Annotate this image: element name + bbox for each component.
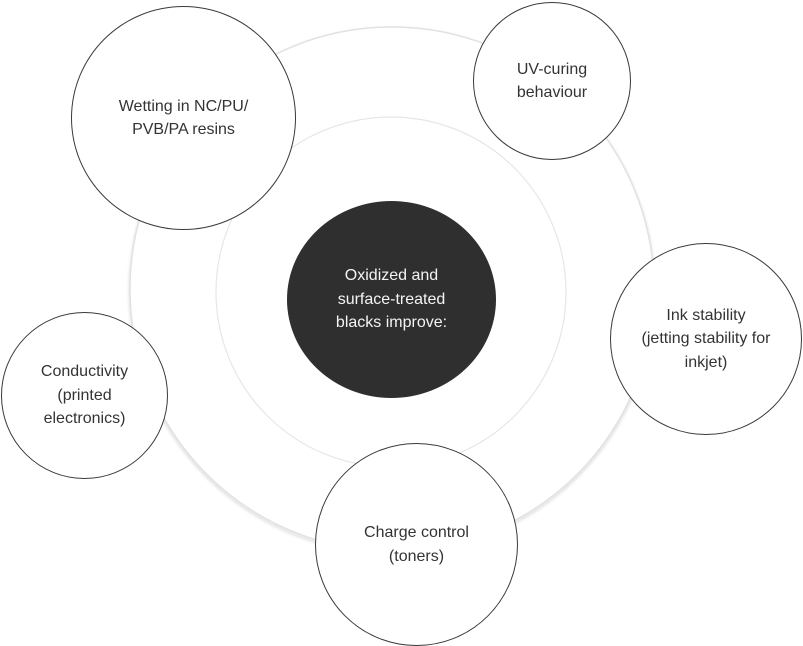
ink-stability-line: (jetting stability for — [641, 330, 771, 348]
conductivity-line: Conductivity — [40, 363, 129, 381]
wetting-line: Wetting in NC/PU/ — [118, 97, 249, 115]
wetting-node: Wetting in NC/PU/ PVB/PA resins — [71, 6, 296, 230]
center-line: Oxidized and — [344, 267, 439, 285]
uv-curing-node: UV-curing behaviour — [473, 2, 631, 160]
ink-stability-label: Ink stability (jetting stability for ink… — [642, 304, 771, 375]
uv-curing-label: UV-curing behaviour — [517, 58, 587, 105]
charge-control-line: Charge control — [364, 524, 469, 541]
center-label: Oxidized and surface-treated blacks impr… — [336, 264, 447, 335]
conductivity-label: Conductivity (printed electronics) — [41, 360, 128, 431]
center-line: blacks improve: — [335, 314, 448, 332]
charge-control-line: (toners) — [388, 547, 445, 565]
wetting-label: Wetting in NC/PU/ PVB/PA resins — [119, 95, 249, 142]
uv-curing-line: UV-curing — [516, 60, 588, 78]
charge-control-label: Charge control (toners) — [364, 521, 469, 568]
center-line: surface-treated — [337, 290, 446, 308]
ink-stability-line: inkjet) — [684, 353, 728, 371]
conductivity-line: electronics) — [43, 410, 126, 428]
charge-control-node: Charge control (toners) — [315, 443, 518, 646]
uv-curing-line: behaviour — [516, 84, 588, 101]
conductivity-line: (printed — [57, 386, 112, 404]
ink-stability-line: Ink stability — [666, 306, 746, 324]
ink-stability-node: Ink stability (jetting stability for ink… — [610, 243, 802, 435]
center-node: Oxidized and surface-treated blacks impr… — [287, 201, 496, 398]
wetting-line: PVB/PA resins — [132, 121, 235, 138]
conductivity-node: Conductivity (printed electronics) — [1, 312, 168, 479]
